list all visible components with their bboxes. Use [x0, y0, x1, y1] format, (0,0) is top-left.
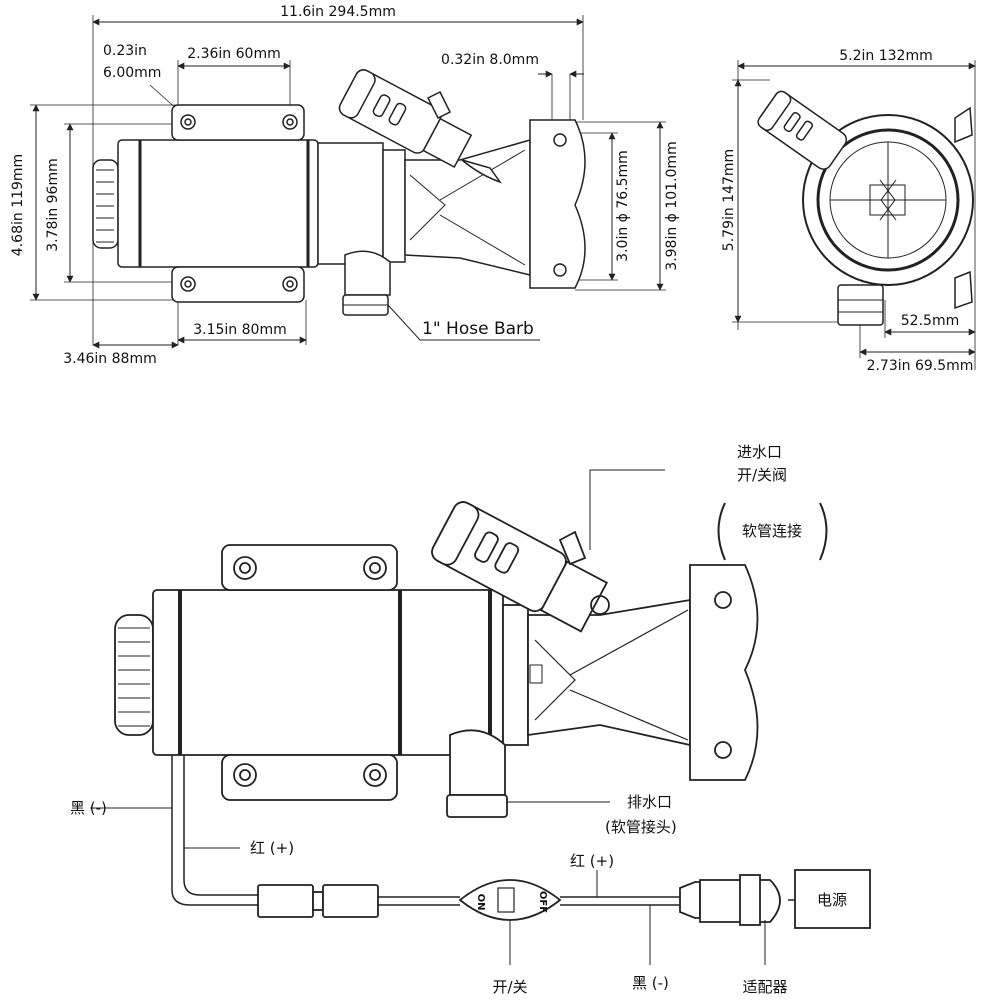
switch-label: 开/关 [492, 978, 527, 996]
outlet-label-line2: (软管接头) [605, 818, 677, 836]
height-outer-label: 4.68in 119mm [10, 154, 26, 256]
black-wire-bottom-label: 黑 (-) [632, 974, 669, 992]
top-view-dimensions: 11.6in 294.5mm 0.23in 6.00mm 2.36in 60mm… [10, 4, 680, 367]
inlet-label-line2: 开/关阀 [737, 466, 787, 484]
outlet-label-line1: 排水口 [627, 793, 672, 811]
side-width-label: 5.2in 132mm [839, 48, 932, 64]
bracket-span-label: 3.15in 80mm [193, 322, 286, 338]
inlet-label-line1: 进水口 [737, 443, 782, 461]
power-label: 电源 [817, 891, 847, 909]
bolt-hole-in-label: 0.23in [103, 43, 147, 59]
wiring-labels: 进水口 开/关阀 软管连接 排水口 (软管接头) 黑 (-) 红 (+) 红 (… [70, 443, 847, 996]
black-wire-left-label: 黑 (-) [70, 799, 107, 817]
base-offset-label: 3.46in 88mm [63, 351, 156, 367]
hose-barb-label: 1" Hose Barb [422, 319, 534, 339]
inlet-hose-label: 软管连接 [742, 522, 802, 540]
flange-thickness-label: 0.32in 8.0mm [441, 52, 539, 68]
flange-outer-label: 3.98in ϕ 101.0mm [664, 141, 680, 270]
switch-off-label: OFF [537, 891, 548, 913]
adapter-label: 适配器 [742, 978, 787, 996]
side-height-label: 5.79in 147mm [721, 149, 737, 251]
pump-side-view [732, 60, 976, 370]
switch-on-label: ON [475, 894, 486, 911]
outlet-offset-label: 52.5mm [901, 313, 959, 329]
height-inner-label: 3.78in 96mm [45, 158, 61, 251]
outlet-span-label: 2.73in 69.5mm [867, 358, 974, 374]
pump-wiring-view [90, 469, 871, 965]
bolt-hole-mm-label: 6.00mm [103, 65, 161, 81]
bracket-width-label: 2.36in 60mm [187, 46, 280, 62]
red-wire-left-label: 红 (+) [250, 839, 294, 857]
pump-top-view [30, 15, 666, 349]
red-wire-right-label: 红 (+) [570, 852, 614, 870]
flange-inner-label: 3.0in ϕ 76.5mm [615, 150, 631, 262]
overall-length-label: 11.6in 294.5mm [280, 4, 396, 20]
side-view-dimensions: 5.2in 132mm 5.79in 147mm 52.5mm 2.73in 6… [721, 48, 973, 374]
